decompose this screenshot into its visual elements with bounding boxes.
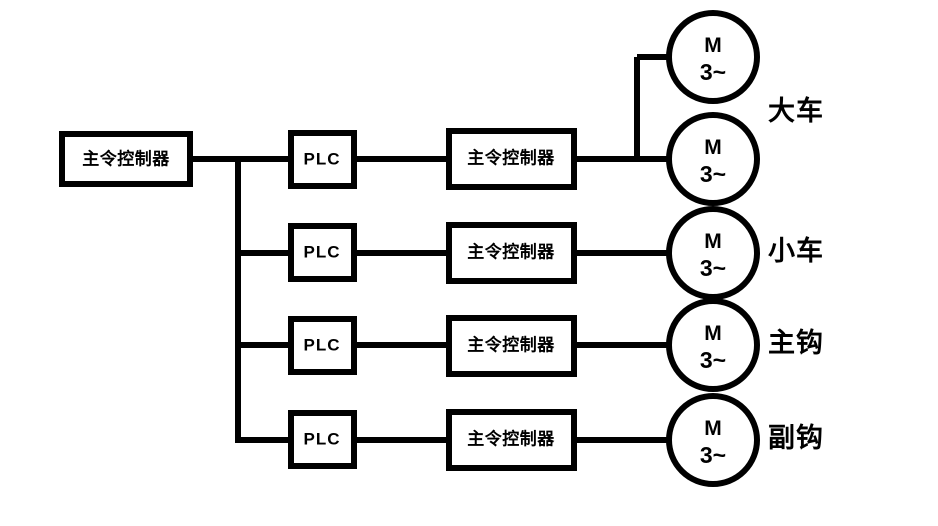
row-long-travel: PLC 主令控制器 M 3~ M 3~ 大车 <box>288 10 824 206</box>
plc-label-2: PLC <box>304 242 341 261</box>
row-cross-travel: PLC 主令控制器 M 3~ 小车 <box>288 206 824 300</box>
motor-label-phase-1a: 3~ <box>700 59 726 85</box>
motor-symbol-2[interactable]: M 3~ <box>666 206 760 300</box>
motor-label-phase-1b: 3~ <box>700 161 726 187</box>
controller-box-3[interactable] <box>446 315 577 377</box>
motor-circle-4[interactable] <box>666 393 760 487</box>
motor-label-phase-4: 3~ <box>700 442 726 468</box>
plc-box-3[interactable] <box>288 316 357 375</box>
motor-symbol-4[interactable]: M 3~ <box>666 393 760 487</box>
motor-circle-1a[interactable] <box>666 10 760 104</box>
motor-circle-1b[interactable] <box>666 112 760 206</box>
motor-symbol-1a[interactable]: M 3~ <box>666 10 760 104</box>
controller-box-4[interactable] <box>446 409 577 471</box>
mechanism-label-aux-hoist: 副钩 <box>768 423 824 453</box>
motor-label-m-2: M <box>704 230 722 253</box>
plc-label-3: PLC <box>304 335 341 354</box>
controller-box-2[interactable] <box>446 222 577 284</box>
master-controller-block[interactable]: 主令控制器 <box>59 131 193 187</box>
controller-label-2: 主令控制器 <box>467 241 555 261</box>
motor-symbol-3[interactable]: M 3~ <box>666 298 760 392</box>
master-controller-label: 主令控制器 <box>82 148 170 168</box>
plc-box-4[interactable] <box>288 410 357 469</box>
motor-label-phase-3: 3~ <box>700 347 726 373</box>
controller-box-1[interactable] <box>446 128 577 190</box>
plc-box-1[interactable] <box>288 130 357 189</box>
motor-label-phase-2: 3~ <box>700 255 726 281</box>
controller-label-4: 主令控制器 <box>467 428 555 448</box>
mechanism-label-main-hoist: 主钩 <box>768 328 824 358</box>
row-main-hoist: PLC 主令控制器 M 3~ 主钩 <box>288 298 824 392</box>
motor-label-m-3: M <box>704 322 722 345</box>
motor-label-m-1b: M <box>704 136 722 159</box>
motor-circle-2[interactable] <box>666 206 760 300</box>
wire-layer <box>190 54 669 443</box>
controller-label-3: 主令控制器 <box>467 334 555 354</box>
mechanism-label-long-travel: 大车 <box>768 95 824 126</box>
motor-label-m-1a: M <box>704 34 722 57</box>
master-controller-box[interactable] <box>59 131 193 187</box>
controller-label-1: 主令控制器 <box>467 147 555 167</box>
plc-box-2[interactable] <box>288 223 357 282</box>
row-aux-hoist: PLC 主令控制器 M 3~ 副钩 <box>288 393 824 487</box>
motor-circle-3[interactable] <box>666 298 760 392</box>
plc-label-1: PLC <box>304 149 341 168</box>
plc-label-4: PLC <box>304 429 341 448</box>
motor-symbol-1b[interactable]: M 3~ <box>666 112 760 206</box>
mechanism-label-cross-travel: 小车 <box>768 235 824 266</box>
motor-label-m-4: M <box>704 417 722 440</box>
